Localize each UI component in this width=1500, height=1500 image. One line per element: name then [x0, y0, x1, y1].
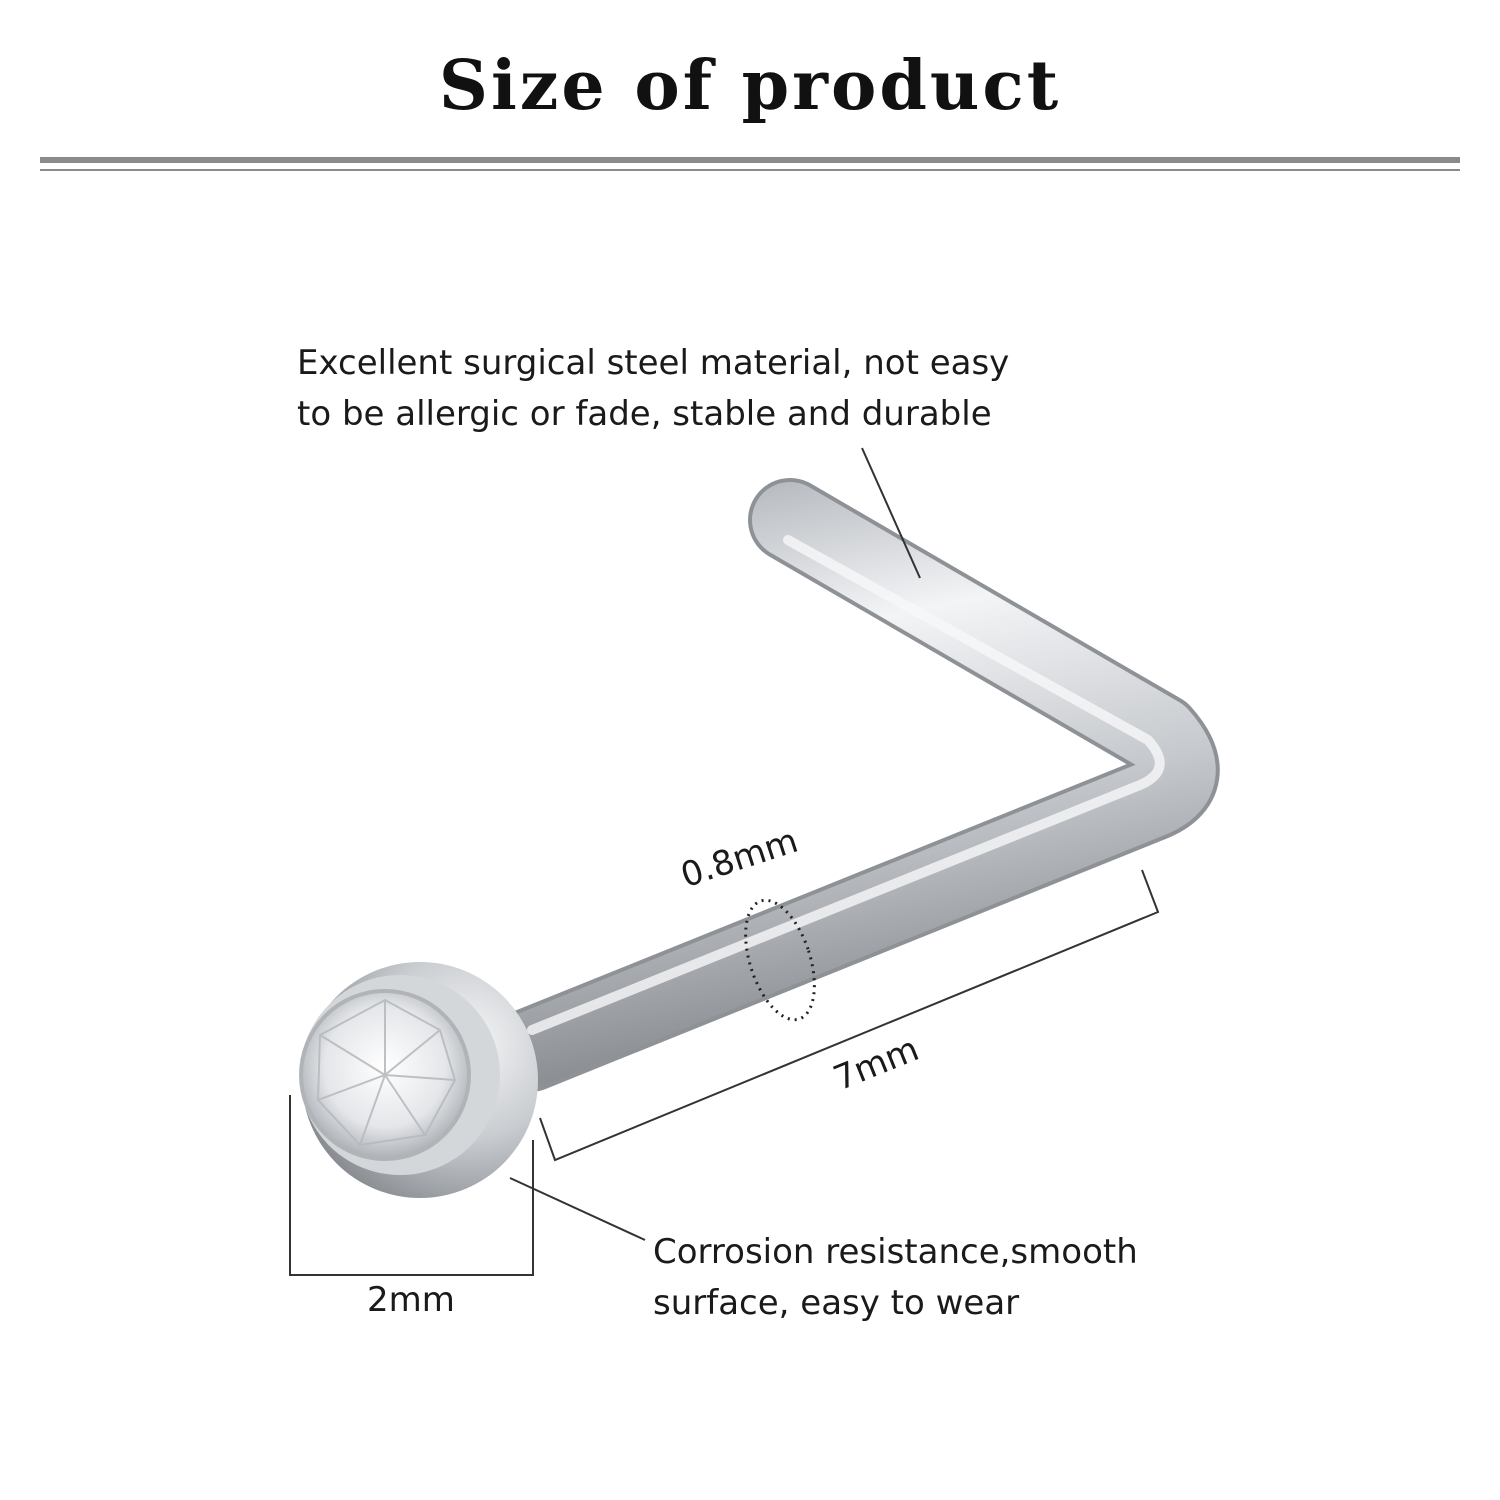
- length-dimension-bracket: [539, 869, 1160, 1162]
- material-callout: Excellent surgical steel material, not e…: [297, 338, 1009, 440]
- gem-dimension-bracket: [289, 1095, 534, 1276]
- gem-dimension-label: 2mm: [367, 1280, 455, 1320]
- material-leader-line: [861, 447, 921, 579]
- gem-facets: [316, 998, 457, 1147]
- gauge-dotted-ring: [744, 898, 816, 1022]
- surface-leader-line: [509, 1177, 646, 1241]
- surface-callout: Corrosion resistance,smooth surface, eas…: [653, 1227, 1138, 1329]
- page-title: Size of product: [438, 46, 1062, 126]
- material-callout-line1: Excellent surgical steel material, not e…: [297, 343, 1010, 383]
- title-divider-thick: [40, 157, 1460, 163]
- surface-callout-line1: Corrosion resistance,smooth: [653, 1232, 1138, 1272]
- surface-callout-line2: surface, easy to wear: [653, 1283, 1020, 1323]
- stud-head: [299, 962, 538, 1198]
- material-callout-line2: to be allergic or fade, stable and durab…: [297, 394, 992, 434]
- stud-post: [488, 478, 1220, 1092]
- title-divider-thin: [40, 169, 1460, 171]
